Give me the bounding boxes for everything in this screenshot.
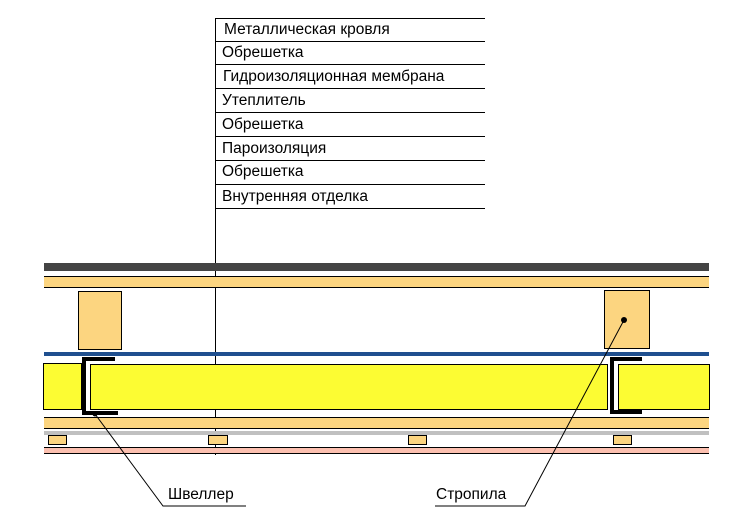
legend-label-batten: Обрешетка [222, 116, 304, 133]
insulation-segment [90, 364, 608, 410]
channel-callout-leader [94, 413, 246, 507]
lower-batten-layer [44, 417, 709, 428]
legend-label-insulation: Утеплитель [222, 92, 306, 109]
insulation-segment [618, 364, 710, 410]
legend-label-interior-finish: Внутренняя отделка [222, 188, 369, 205]
interior-finish-layer [44, 447, 709, 453]
legend-label-vapor-barrier: Пароизоляция [222, 140, 327, 157]
legend-label-batten: Обрешетка [222, 163, 304, 180]
channel-callout-label: Швеллер [168, 486, 234, 503]
interior-battens [48, 435, 632, 445]
vapor-barrier-layer [44, 431, 709, 435]
rafter-callout-leader [435, 319, 625, 507]
channel-profile-left [82, 357, 118, 415]
legend-label-membrane: Гидроизоляционная мембрана [223, 68, 445, 85]
top-batten-layer [44, 276, 709, 287]
rafter-left [78, 291, 122, 350]
rafter-callout-dot [621, 317, 627, 323]
legend-row-lines [215, 18, 485, 209]
rafter-right [604, 290, 650, 349]
legend-label-batten: Обрешетка [222, 44, 304, 61]
metal-roofing-layer [44, 263, 709, 271]
waterproof-membrane-layer [44, 352, 709, 356]
legend-label-metal-roofing: Металлическая кровля [224, 21, 390, 38]
channel-profile-right [610, 357, 642, 414]
insulation-segment [43, 363, 82, 410]
rafter-callout-label: Стропила [436, 486, 507, 503]
